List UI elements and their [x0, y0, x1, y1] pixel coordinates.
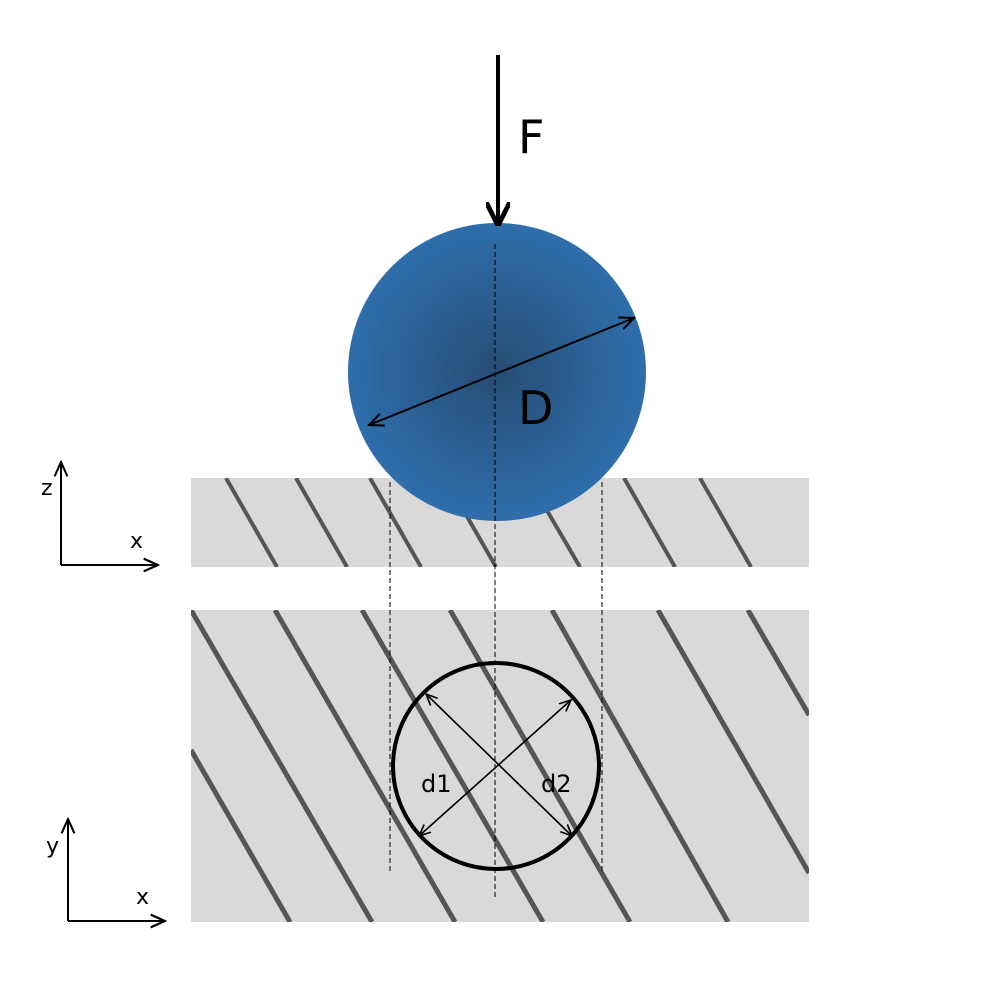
axis-top-vertical-label: y [46, 834, 59, 859]
indentation-outline [391, 661, 601, 871]
axis-top-horizontal-label: x [136, 885, 149, 910]
ball-diameter-label: D [518, 381, 553, 435]
force-label: F [518, 110, 544, 164]
axis-side-vertical-label: z [41, 476, 53, 501]
indent-diag-1-label: d1 [421, 770, 452, 798]
axis-side-horizontal-label: x [130, 529, 143, 554]
axes-side-view: z x [41, 462, 158, 565]
axes-top-view: y x [46, 819, 165, 921]
ball-indenter [348, 223, 646, 521]
diameter-arrow [369, 318, 634, 425]
indent-diagonal-d2 [419, 700, 571, 836]
indent-diag-2-label: d2 [541, 770, 572, 798]
